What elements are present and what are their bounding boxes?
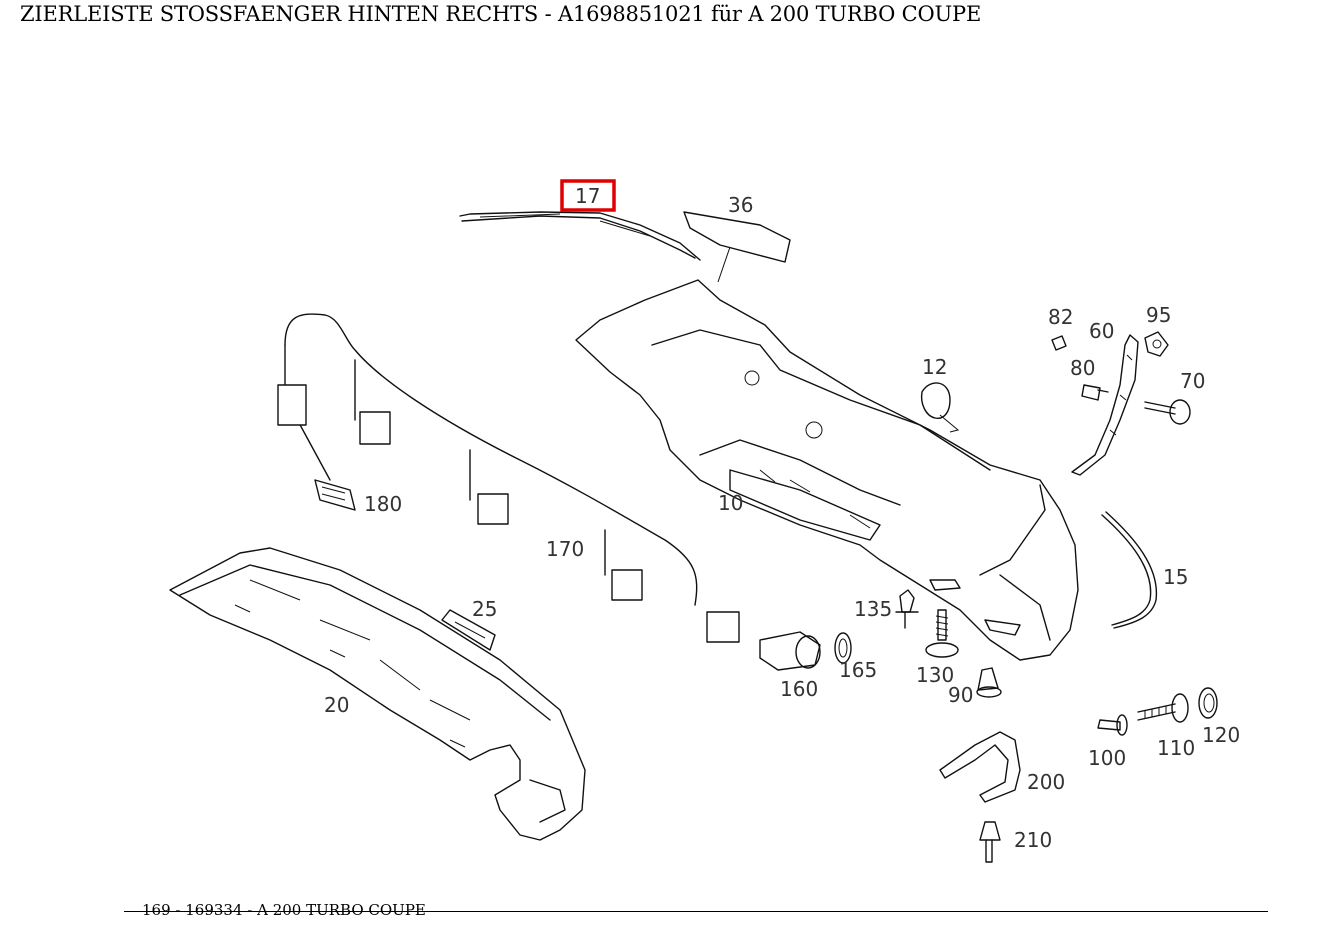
part-15-trim[interactable]: [1101, 511, 1158, 629]
part-36-panel[interactable]: [683, 211, 791, 283]
callout-10[interactable]: 10: [718, 491, 743, 515]
callout-100[interactable]: 100: [1088, 746, 1126, 770]
callout-90[interactable]: 90: [948, 683, 973, 707]
callout-82[interactable]: 82: [1048, 305, 1073, 329]
part-80-screw[interactable]: [1081, 384, 1109, 401]
callout-60[interactable]: 60: [1089, 319, 1114, 343]
part-170-wiring-harness[interactable]: [284, 313, 698, 606]
part-25-bracket[interactable]: [441, 609, 496, 651]
callout-12[interactable]: 12: [922, 355, 947, 379]
part-160-park-sensor[interactable]: [759, 631, 821, 671]
part-70-bolt[interactable]: [1144, 399, 1191, 425]
callout-165[interactable]: 165: [839, 658, 877, 682]
part-180-connector[interactable]: [314, 479, 356, 511]
footer-text: 169 - 169334 - A 200 TURBO COUPE: [142, 901, 426, 919]
callout-15[interactable]: 15: [1163, 565, 1188, 589]
highlight-box: [560, 179, 616, 212]
part-110-screw[interactable]: [1137, 693, 1189, 723]
callout-200[interactable]: 200: [1027, 770, 1065, 794]
part-200-bracket[interactable]: [939, 731, 1021, 803]
callout-95[interactable]: 95: [1146, 303, 1171, 327]
part-100-bolt[interactable]: [1097, 714, 1128, 736]
part-135-clip[interactable]: [895, 589, 919, 629]
callout-17[interactable]: 17: [575, 184, 600, 208]
callout-130[interactable]: 130: [916, 663, 954, 687]
part-17-trim-strip[interactable]: [459, 211, 701, 261]
callout-70[interactable]: 70: [1180, 369, 1205, 393]
sensor-connector: [277, 384, 740, 643]
callout-25[interactable]: 25: [472, 597, 497, 621]
callout-160[interactable]: 160: [780, 677, 818, 701]
part-210-clip[interactable]: [979, 821, 1001, 863]
callout-170[interactable]: 170: [546, 537, 584, 561]
part-10-bumper-cover[interactable]: [575, 279, 1079, 661]
callout-210[interactable]: 210: [1014, 828, 1052, 852]
callout-120[interactable]: 120: [1202, 723, 1240, 747]
footer-rule: [124, 911, 1268, 912]
part-12-cap[interactable]: [920, 382, 960, 433]
callout-80[interactable]: 80: [1070, 356, 1095, 380]
part-130-screw[interactable]: [925, 609, 959, 658]
callout-20[interactable]: 20: [324, 693, 349, 717]
callout-110[interactable]: 110: [1157, 736, 1195, 760]
callout-135[interactable]: 135: [854, 597, 892, 621]
part-95-nut[interactable]: [1144, 331, 1169, 357]
page-title: ZIERLEISTE STOSSFAENGER HINTEN RECHTS - …: [20, 2, 982, 26]
callout-36[interactable]: 36: [728, 193, 753, 217]
part-90-clip[interactable]: [976, 667, 1002, 698]
part-120-grommet[interactable]: [1198, 687, 1218, 719]
part-82-clip[interactable]: [1051, 335, 1067, 351]
part-60-bracket[interactable]: [1071, 334, 1139, 476]
callout-180[interactable]: 180: [364, 492, 402, 516]
part-20-diffuser[interactable]: [169, 547, 586, 841]
part-165-ring[interactable]: [834, 632, 852, 664]
